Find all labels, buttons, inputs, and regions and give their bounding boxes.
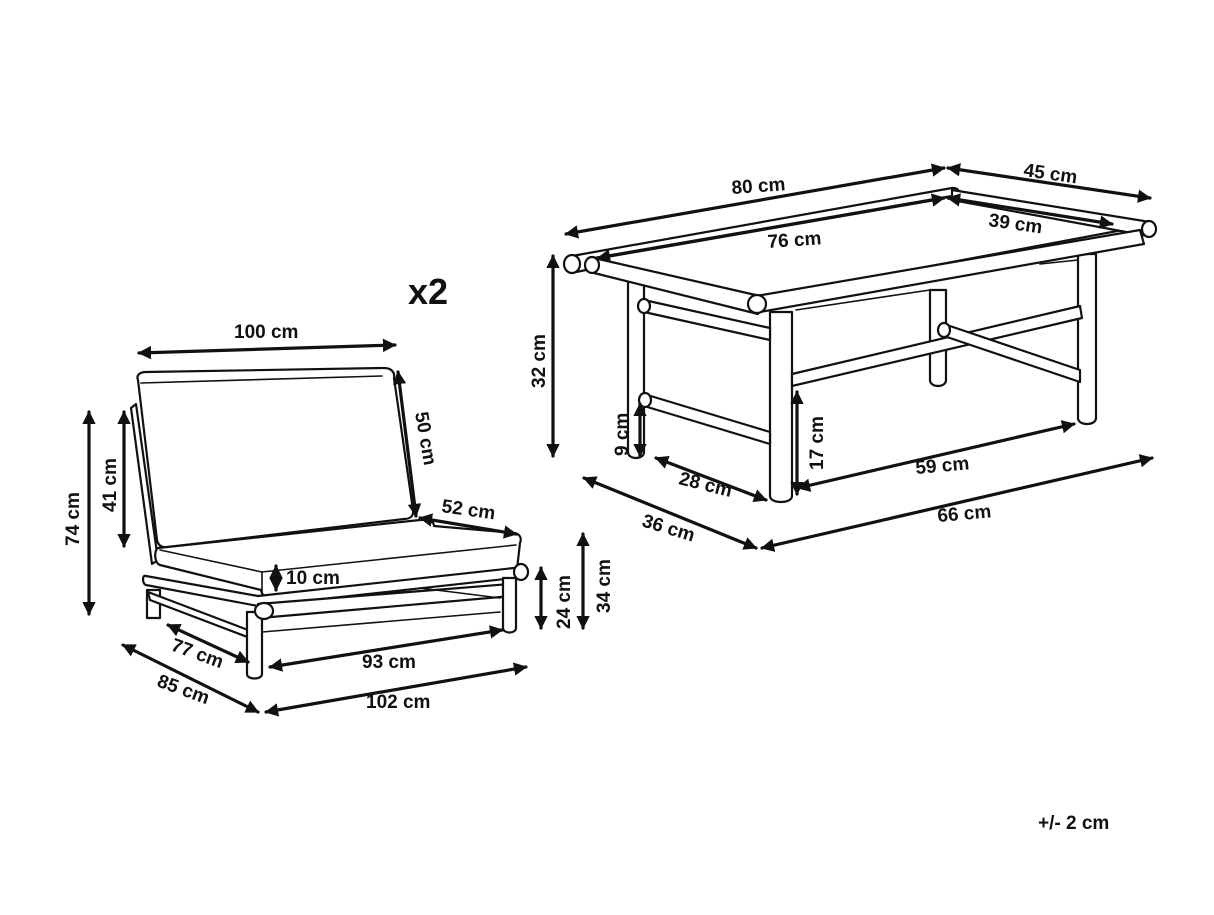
dim-label-24: 24 cm [554, 575, 575, 629]
dim-line-93 [268, 625, 504, 672]
tolerance-note: +/- 2 cm [1038, 813, 1109, 834]
chair-top-rail-end [512, 562, 530, 582]
dim-label-17: 17 cm [807, 416, 828, 470]
table-top-underside [795, 289, 931, 311]
dim-line-102 [264, 662, 528, 717]
chair-front-leg-left [245, 610, 264, 680]
dim-label-28: 28 cm [677, 468, 734, 501]
table-long-rail [790, 304, 1084, 388]
dim-line-50 [392, 370, 422, 518]
dim-label-52: 52 cm [440, 496, 496, 524]
coffee-table-drawing [562, 186, 1158, 504]
table-right-pole-end [1140, 219, 1158, 239]
dim-line-100 [137, 338, 397, 360]
dim-label-74: 74 cm [63, 492, 84, 546]
chair-slat [419, 587, 501, 599]
dim-label-66: 66 cm [937, 501, 993, 527]
chair-rail-end [253, 601, 275, 621]
dim-label-10: 10 cm [286, 568, 340, 589]
quantity-label: x2 [408, 271, 448, 312]
chair-backrest-cushion [136, 366, 415, 549]
table-left-pole-end [583, 255, 601, 275]
table-front-pole-end [746, 293, 768, 315]
dim-line-76 [596, 193, 946, 263]
dim-label-80: 80 cm [731, 174, 786, 199]
dim-label-76: 76 cm [767, 228, 822, 253]
dim-label-34: 34 cm [594, 559, 615, 613]
dim-line-66 [760, 454, 1154, 552]
dim-label-93: 93 cm [362, 652, 416, 673]
table-dimension-lines [546, 163, 1154, 552]
table-back-rail-end [936, 321, 952, 339]
dim-label-77: 77 cm [168, 635, 226, 673]
dim-line-45 [946, 163, 1152, 203]
dim-label-36: 36 cm [640, 511, 698, 547]
table-side-rail-end [636, 297, 652, 315]
chair-front-leg-right [501, 576, 518, 634]
dim-label-9: 9 cm [612, 413, 633, 456]
dim-line-85 [121, 643, 260, 714]
dim-label-32: 32 cm [529, 334, 550, 388]
table-side-rail-lower [642, 392, 772, 446]
dim-label-100: 100 cm [234, 322, 298, 343]
dim-label-45: 45 cm [1022, 160, 1078, 188]
dim-label-59: 59 cm [915, 453, 971, 479]
dim-line-36 [582, 476, 758, 550]
dim-line-52 [418, 513, 518, 539]
chair-backrest-seam [140, 375, 383, 384]
table-top-underside-right [1039, 259, 1079, 265]
lounge-chair-drawing [129, 366, 530, 680]
dim-line-39 [946, 193, 1114, 229]
dim-label-102: 102 cm [366, 692, 430, 713]
dim-label-50: 50 cm [410, 410, 440, 467]
dim-label-85: 85 cm [154, 671, 212, 709]
dim-label-41: 41 cm [100, 458, 121, 512]
chair-dimension-lines [82, 338, 590, 717]
table-back-pole-end [562, 253, 582, 275]
table-back-leg [928, 288, 948, 388]
table-front-leg [768, 310, 794, 504]
table-right-leg [1076, 252, 1098, 426]
